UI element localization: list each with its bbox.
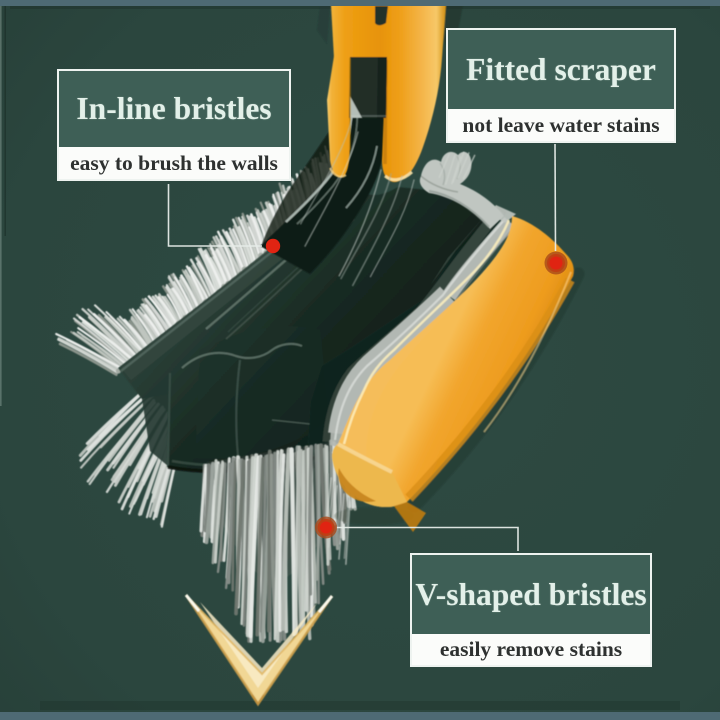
down-arrow <box>184 594 334 707</box>
connector-line-inline-bristles <box>167 184 262 247</box>
callout-subtitle-inline-bristles: easy to brush the walls <box>59 147 289 179</box>
left-edge-artifact-dark <box>4 6 6 236</box>
connector-line-v-shaped-bristles <box>336 526 519 551</box>
marker-dot-fitted-scraper <box>549 256 563 270</box>
marker-dot-inline-bristles <box>265 238 281 254</box>
letterbox-bottom <box>0 712 720 720</box>
callout-title-v-shaped-bristles: V-shaped bristles <box>412 555 650 634</box>
left-edge-artifact <box>0 6 2 406</box>
marker-dot-v-shaped-bristles <box>320 521 332 534</box>
scraper-art <box>328 205 585 532</box>
bottom-shadow-band <box>40 701 680 710</box>
neck-art <box>260 99 388 274</box>
callout-title-fitted-scraper: Fitted scraper <box>448 30 674 109</box>
callout-title-inline-bristles: In-line bristles <box>59 71 289 147</box>
handle-art <box>317 5 463 183</box>
callout-subtitle-v-shaped-bristles: easily remove stains <box>412 634 650 665</box>
letterbox-top <box>0 0 720 6</box>
connector-line-fitted-scraper <box>554 143 557 252</box>
draping-strands-art <box>299 117 476 287</box>
callout-connectors <box>167 143 568 551</box>
squeegee-fold-art <box>419 151 504 229</box>
callout-subtitle-fitted-scraper: not leave water stains <box>448 109 674 141</box>
